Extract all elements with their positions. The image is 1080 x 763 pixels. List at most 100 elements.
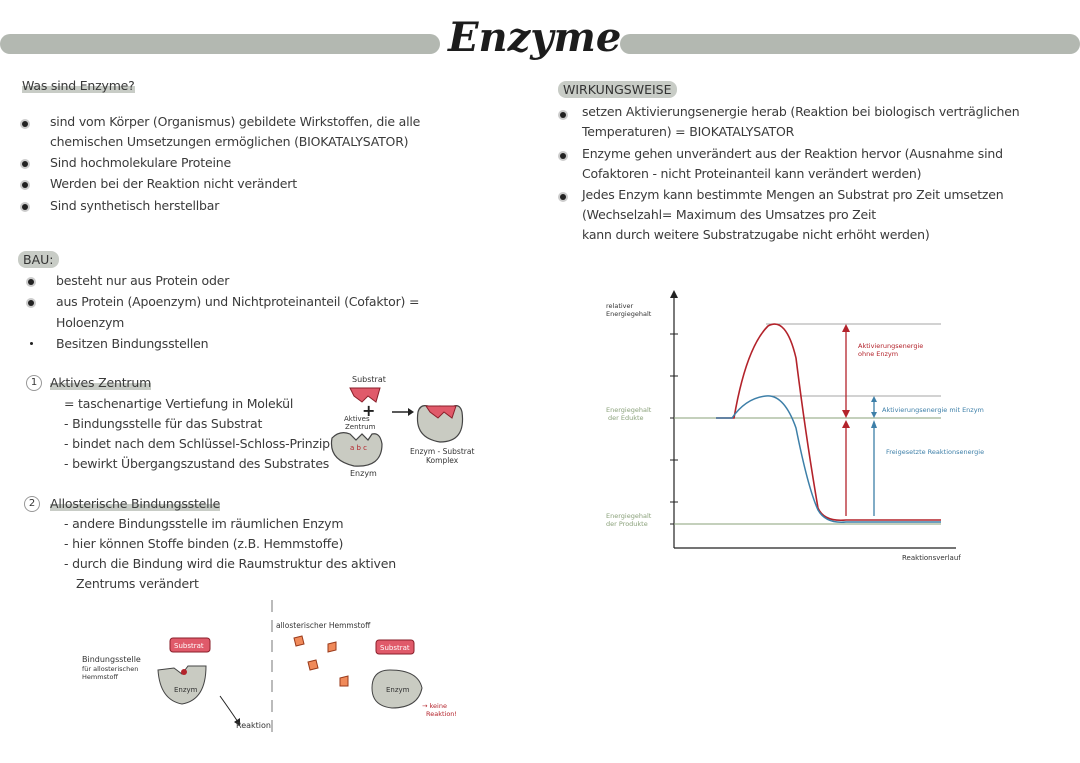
bau-line: aus Protein (Apoenzym) und Nichtproteina… bbox=[56, 294, 420, 309]
arrow-mit-head-bottom bbox=[871, 412, 877, 418]
aktiv-heading: Aktives Zentrum bbox=[50, 375, 151, 390]
active-site-diagram: Substrat + Aktives Zentrum a b c Enzym E… bbox=[330, 375, 474, 478]
y-axis-arrow bbox=[670, 290, 678, 298]
question-heading: Was sind Enzyme? bbox=[22, 78, 135, 93]
energy-chart: relativer Energiegehalt Energiegehalt de… bbox=[606, 290, 984, 562]
wirkungsweise-label: WIRKUNGSWEISE bbox=[558, 81, 677, 98]
bau-line: Holoenzym bbox=[56, 315, 125, 330]
diagram-substrat-label: Substrat bbox=[352, 375, 386, 384]
allo-heading: Allosterische Bindungsstelle bbox=[50, 496, 220, 511]
bau-line: Besitzen Bindungsstellen bbox=[56, 336, 209, 351]
allo-line: - hier können Stoffe binden (z.B. Hemmst… bbox=[64, 536, 344, 551]
curve-ohne-enzym bbox=[716, 323, 941, 522]
number-badge: 2 bbox=[24, 496, 40, 512]
bullet bbox=[22, 121, 28, 127]
wirkung-line: (Wechselzahl= Maximum des Umsatzes pro Z… bbox=[582, 207, 876, 222]
bullet bbox=[560, 153, 566, 159]
enzyme-shape bbox=[330, 432, 383, 467]
bullet bbox=[22, 161, 28, 167]
diagram-enzym-label: Enzym bbox=[350, 469, 377, 478]
aktiv-line: = taschenartige Vertiefung in Molekül bbox=[64, 396, 294, 411]
chart-xlabel: Reaktionsverlauf bbox=[902, 554, 961, 562]
inhibitor-shape bbox=[293, 635, 305, 647]
wirkung-line: Temperaturen) = BIOKATALYSATOR bbox=[582, 124, 795, 139]
page-title: Enzyme bbox=[448, 14, 622, 61]
reaktion-label: Reaktion bbox=[236, 721, 271, 730]
reaction-arrow bbox=[219, 695, 239, 723]
aktiv-line: - bewirkt Übergangszustand des Substrate… bbox=[64, 456, 330, 471]
diagram-zentrum-label: Zentrum bbox=[345, 423, 376, 431]
annot-frei: Freigesetzte Reaktionsenergie bbox=[886, 448, 984, 456]
bind-label-2: für allosterischen bbox=[82, 665, 138, 673]
intro-line: Sind hochmolekulare Proteine bbox=[50, 155, 231, 170]
title-bar-left bbox=[0, 34, 440, 54]
bind-label-3: Hemmstoff bbox=[82, 673, 118, 681]
inhibitor-shape bbox=[307, 659, 319, 671]
bullet bbox=[30, 342, 33, 345]
wirkung-line: Cofaktoren - nicht Proteinanteil kann ve… bbox=[582, 166, 922, 181]
wirkung-line: Jedes Enzym kann bestimmte Mengen an Sub… bbox=[582, 187, 1004, 202]
bullet bbox=[22, 204, 28, 210]
substrate-box bbox=[169, 637, 211, 653]
arrow-frei-blue-head bbox=[871, 420, 877, 428]
title-bar-right bbox=[620, 34, 1080, 54]
bullet bbox=[22, 182, 28, 188]
wirkung-line: Enzyme gehen unverändert aus der Reaktio… bbox=[582, 146, 1003, 161]
number-badge: 1 bbox=[26, 375, 42, 391]
intro-line: Sind synthetisch herstellbar bbox=[50, 198, 220, 213]
enzyme-right-shape bbox=[371, 669, 423, 709]
enzym-left-label: Enzym bbox=[174, 686, 198, 694]
inhibitor-shape bbox=[339, 675, 349, 687]
intro-line: Werden bei der Reaktion nicht verändert bbox=[50, 176, 297, 191]
aktiv-line: - Bindungsstelle für das Substrat bbox=[64, 416, 263, 431]
arrow-ohne-head-top bbox=[842, 324, 850, 332]
diagram-komplex-label-1: Enzym - Substrat bbox=[410, 447, 474, 456]
bind-label-1: Bindungsstelle bbox=[82, 655, 141, 664]
question-text: Was sind Enzyme? bbox=[22, 78, 135, 93]
edukte-label-1: Energiegehalt bbox=[606, 406, 652, 414]
chart-ylabel-1: relativer bbox=[606, 302, 634, 310]
allo-substrat-label: Substrat bbox=[174, 642, 204, 650]
allo-line: Zentrums verändert bbox=[76, 576, 199, 591]
produkte-label-2: der Produkte bbox=[606, 520, 648, 528]
annot-ohne-1: Aktivierungsenergie bbox=[858, 342, 923, 350]
annot-ohne-2: ohne Enzym bbox=[858, 350, 898, 358]
arrow-head bbox=[408, 408, 414, 416]
diagram-komplex-label-2: Komplex bbox=[426, 456, 459, 465]
enzyme-left-shape bbox=[157, 665, 207, 705]
arrow-mit-head-top bbox=[871, 396, 877, 402]
edukte-label-2: der Edukte bbox=[608, 414, 644, 422]
bau-label: BAU: bbox=[18, 251, 59, 268]
allo-substrat-label-2: Substrat bbox=[380, 644, 410, 652]
diagram-aktives-label: Aktives bbox=[344, 415, 370, 423]
plus-sign: + bbox=[362, 401, 375, 420]
enzym-right-label: Enzym bbox=[386, 686, 410, 694]
arrow-ohne-head-bottom bbox=[842, 410, 850, 418]
diagram-abc-label: a b c bbox=[350, 444, 367, 452]
wirkung-line: kann durch weitere Substratzugabe nicht … bbox=[582, 227, 930, 242]
keine-label-2: Reaktion! bbox=[426, 710, 457, 718]
produkte-label-1: Energiegehalt bbox=[606, 512, 652, 520]
substrate-box-2 bbox=[375, 639, 415, 655]
binding-site-dot bbox=[181, 669, 187, 675]
allo-heading-text: Allosterische Bindungsstelle bbox=[50, 496, 221, 511]
allo-line: - andere Bindungsstelle im räumlichen En… bbox=[64, 516, 344, 531]
bullet bbox=[560, 112, 566, 118]
bau-line: besteht nur aus Protein oder bbox=[56, 273, 230, 288]
intro-line: sind vom Körper (Organismus) gebildete W… bbox=[50, 114, 421, 129]
hemmstoff-label: allosterischer Hemmstoff bbox=[276, 621, 371, 630]
arrow-frei-red-head bbox=[842, 420, 850, 428]
annot-mit: Aktivierungsenergie mit Enzym bbox=[882, 406, 984, 414]
chart-ylabel-2: Energiegehalt bbox=[606, 310, 652, 318]
wirkung-line: setzen Aktivierungsenergie herab (Reakti… bbox=[582, 104, 1020, 119]
bullet bbox=[28, 300, 34, 306]
allosteric-diagram: Substrat Bindungsstelle für allosterisch… bbox=[82, 600, 457, 740]
keine-label-1: → keine bbox=[422, 702, 447, 710]
bullet bbox=[28, 279, 34, 285]
substrate-shape bbox=[349, 387, 381, 403]
aktiv-line: - bindet nach dem Schlüssel-Schloss-Prin… bbox=[64, 436, 330, 451]
bullet bbox=[560, 194, 566, 200]
intro-line: chemischen Umsetzungen ermöglichen (BIOK… bbox=[50, 134, 409, 149]
curve-mit-enzym bbox=[716, 395, 941, 523]
inhibitor-shape bbox=[327, 641, 337, 653]
